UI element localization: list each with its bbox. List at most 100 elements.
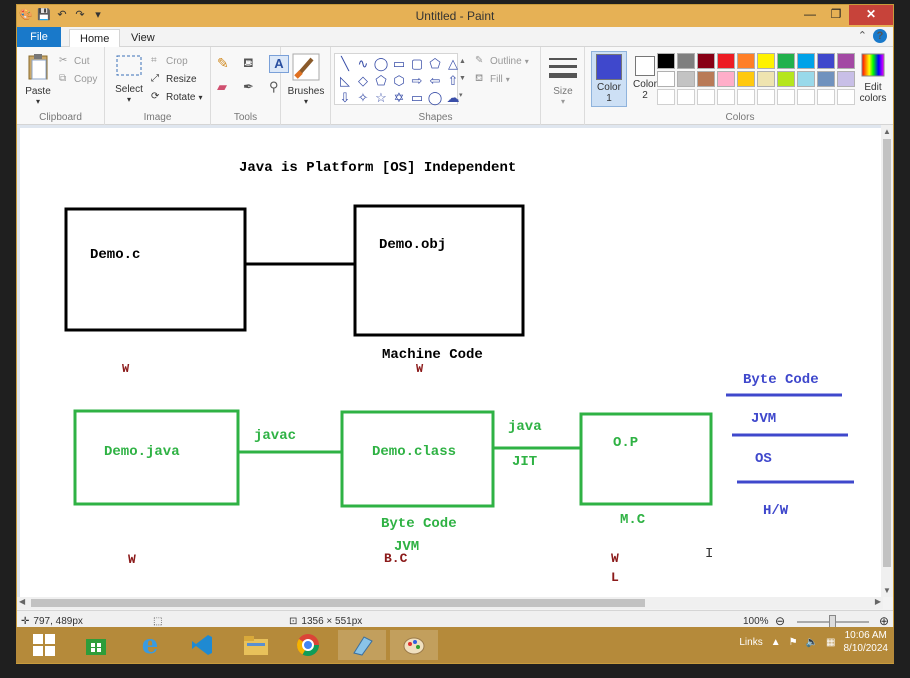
rounded-rectangle-shape-icon[interactable]: ▢ bbox=[410, 56, 424, 71]
zoom-in-icon[interactable]: ⊕ bbox=[879, 614, 890, 628]
right-triangle-shape-icon[interactable]: ◺ bbox=[340, 73, 350, 88]
select-button[interactable]: Select ▾ bbox=[111, 53, 147, 104]
customize-qat-icon[interactable]: ▾ bbox=[95, 9, 101, 21]
internet-explorer-taskbar-icon[interactable]: e bbox=[141, 630, 159, 660]
horizontal-scrollbar[interactable]: ◀ ▶ bbox=[17, 597, 883, 609]
five-point-star-shape-icon[interactable]: ☆ bbox=[375, 90, 387, 105]
volume-icon[interactable]: 🔈 bbox=[805, 636, 819, 648]
maximize-button[interactable]: ❐ bbox=[830, 7, 842, 21]
scroll-up-icon[interactable]: ▲ bbox=[883, 127, 891, 136]
scroll-left-icon[interactable]: ◀ bbox=[19, 597, 26, 606]
color-picker-icon[interactable]: ✒ bbox=[243, 79, 254, 94]
scroll-down-icon[interactable]: ▼ bbox=[883, 586, 891, 595]
vertical-scroll-thumb[interactable] bbox=[883, 139, 891, 567]
minimize-ribbon-icon[interactable]: ⌃ bbox=[857, 30, 867, 42]
diamond-shape-icon[interactable]: ◇ bbox=[358, 73, 368, 88]
palette-swatch[interactable] bbox=[797, 53, 815, 69]
start-button[interactable] bbox=[20, 630, 68, 660]
palette-swatch[interactable] bbox=[677, 71, 695, 87]
six-point-star-shape-icon[interactable]: ✡ bbox=[393, 90, 405, 105]
tab-view[interactable]: View bbox=[131, 32, 155, 44]
custom-color-slot[interactable] bbox=[697, 89, 715, 105]
palette-swatch[interactable] bbox=[837, 53, 855, 69]
custom-color-slot[interactable] bbox=[737, 89, 755, 105]
custom-color-slot[interactable] bbox=[777, 89, 795, 105]
palette-swatch[interactable] bbox=[717, 53, 735, 69]
triangle-shape-icon[interactable]: △ bbox=[448, 56, 458, 71]
four-point-star-shape-icon[interactable]: ✧ bbox=[357, 90, 369, 105]
polygon-shape-icon[interactable]: ⬠ bbox=[429, 56, 441, 71]
palette-swatch[interactable] bbox=[697, 71, 715, 87]
fill-bucket-icon[interactable]: ⛾ bbox=[243, 55, 254, 70]
custom-color-slot[interactable] bbox=[817, 89, 835, 105]
palette-swatch[interactable] bbox=[777, 53, 795, 69]
fill-button[interactable]: ⛾ Fill ▾ bbox=[475, 73, 510, 85]
palette-swatch[interactable] bbox=[677, 53, 695, 69]
redo-icon[interactable]: ↷ bbox=[75, 9, 85, 21]
file-explorer-taskbar-icon[interactable] bbox=[232, 630, 280, 660]
store-taskbar-icon[interactable] bbox=[72, 630, 120, 660]
close-button[interactable]: ✕ bbox=[849, 5, 893, 25]
palette-swatch[interactable] bbox=[837, 71, 855, 87]
custom-color-slot[interactable] bbox=[677, 89, 695, 105]
notepad-taskbar-icon[interactable] bbox=[338, 630, 386, 660]
palette-swatch[interactable] bbox=[757, 71, 775, 87]
chrome-taskbar-icon[interactable] bbox=[284, 630, 332, 660]
tab-file[interactable]: File bbox=[17, 27, 61, 47]
crop-button[interactable]: ⌗ Crop bbox=[151, 55, 188, 67]
color1-button[interactable]: Color 1 bbox=[591, 51, 627, 107]
pencil-icon[interactable]: ✎ bbox=[217, 55, 229, 71]
clock[interactable]: 10:06 AM 8/10/2024 bbox=[844, 629, 889, 655]
size-button[interactable]: Size ▾ bbox=[545, 55, 581, 106]
outline-button[interactable]: ✎ Outline ▾ bbox=[475, 55, 529, 67]
custom-color-slot[interactable] bbox=[837, 89, 855, 105]
edit-colors-button[interactable]: Edit colors bbox=[857, 53, 889, 104]
rounded-callout-shape-icon[interactable]: ▭ bbox=[410, 90, 424, 105]
cut-button[interactable]: ✂ Cut bbox=[59, 55, 90, 67]
minimize-button[interactable]: — bbox=[804, 7, 816, 21]
palette-swatch[interactable] bbox=[657, 53, 675, 69]
palette-swatch[interactable] bbox=[797, 71, 815, 87]
palette-swatch[interactable] bbox=[657, 71, 675, 87]
copy-button[interactable]: ⧉ Copy bbox=[59, 73, 98, 85]
text-tool-icon[interactable]: A bbox=[269, 55, 289, 73]
resize-button[interactable]: ⤢ Resize bbox=[151, 73, 197, 85]
horizontal-scroll-thumb[interactable] bbox=[31, 599, 645, 607]
action-center-flag-icon[interactable]: ⚑ bbox=[788, 636, 798, 648]
palette-swatch[interactable] bbox=[697, 53, 715, 69]
palette-swatch[interactable] bbox=[717, 71, 735, 87]
palette-swatch[interactable] bbox=[777, 71, 795, 87]
links-toolbar[interactable]: Links bbox=[739, 636, 763, 648]
paint-app-icon[interactable]: 🎨 bbox=[19, 9, 33, 21]
palette-swatch[interactable] bbox=[817, 71, 835, 87]
right-arrow-shape-icon[interactable]: ⇨ bbox=[411, 73, 423, 88]
eraser-icon[interactable]: ▰ bbox=[217, 79, 227, 94]
left-arrow-shape-icon[interactable]: ⇦ bbox=[429, 73, 441, 88]
network-icon[interactable]: ▦ bbox=[826, 636, 836, 648]
help-icon[interactable]: ? bbox=[873, 29, 887, 43]
hexagon-shape-icon[interactable]: ⬡ bbox=[393, 73, 405, 88]
brushes-button[interactable]: Brushes ▾ bbox=[287, 53, 325, 106]
custom-color-slot[interactable] bbox=[657, 89, 675, 105]
custom-color-slot[interactable] bbox=[757, 89, 775, 105]
line-shape-icon[interactable]: ╲ bbox=[341, 56, 349, 71]
palette-swatch[interactable] bbox=[817, 53, 835, 69]
custom-color-slot[interactable] bbox=[717, 89, 735, 105]
undo-icon[interactable]: ↶ bbox=[57, 9, 67, 21]
palette-swatch[interactable] bbox=[737, 71, 755, 87]
scroll-right-icon[interactable]: ▶ bbox=[874, 597, 881, 606]
cloud-callout-shape-icon[interactable]: ☁ bbox=[446, 90, 460, 105]
up-arrow-shape-icon[interactable]: ⇧ bbox=[447, 73, 459, 88]
vertical-scrollbar[interactable]: ▲ ▼ bbox=[881, 125, 893, 597]
rotate-button[interactable]: ⟳ Rotate ▾ bbox=[151, 91, 203, 103]
paste-button[interactable]: Paste ▾ bbox=[23, 53, 53, 106]
shapes-scroll[interactable]: ▲▼▾ bbox=[459, 58, 466, 99]
pentagon-shape-icon[interactable]: ⬠ bbox=[375, 73, 387, 88]
paint-taskbar-icon[interactable] bbox=[390, 630, 438, 660]
palette-swatch[interactable] bbox=[757, 53, 775, 69]
vscode-taskbar-icon[interactable] bbox=[178, 630, 226, 660]
show-hidden-icons-icon[interactable]: ▲ bbox=[770, 636, 781, 648]
down-arrow-shape-icon[interactable]: ⇩ bbox=[339, 90, 351, 105]
save-icon[interactable]: 💾 bbox=[37, 9, 51, 21]
rectangle-shape-icon[interactable]: ▭ bbox=[392, 56, 406, 71]
